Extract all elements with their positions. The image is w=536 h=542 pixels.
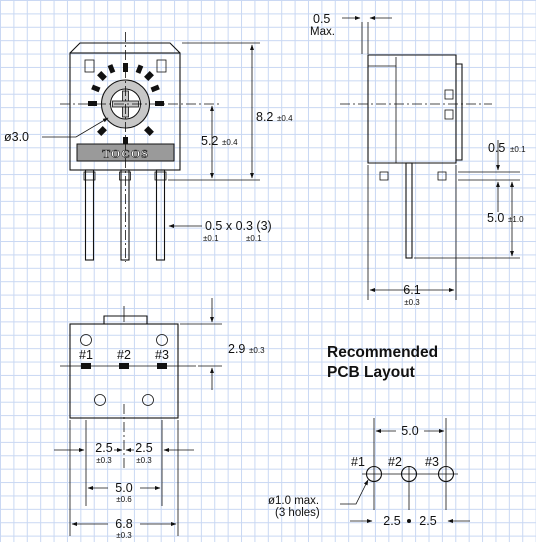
depth-tolerance: ±0.3: [404, 298, 420, 307]
height-value: 8.2: [256, 110, 273, 124]
pcb-pin-label-3: #3: [425, 455, 439, 469]
mount-hole: [94, 394, 106, 406]
hole-size-label: ø1.0 max.: [268, 495, 319, 507]
pcb-title-line-2: PCB Layout: [327, 364, 415, 381]
hole-leader: [340, 479, 369, 505]
lead-width-value: 0.5: [488, 141, 505, 155]
pitch-right-value: 2.5: [135, 441, 152, 455]
lead-length-tolerance: ±1.0: [508, 215, 524, 224]
mount-hole: [80, 334, 92, 346]
side-rotor-edge: [456, 63, 463, 161]
lead-width-tolerance: ±0.1: [510, 145, 526, 154]
pin-standoff: [154, 171, 167, 181]
pcb-hole-3: [437, 465, 455, 483]
width-value: 6.8: [115, 517, 132, 531]
side-body-outline: [367, 54, 457, 164]
pin-size-tolerance-1: ±0.1: [203, 234, 219, 243]
front-pin-left: [84, 169, 95, 261]
side-view: 0.5 Max. 0.5 ±0.1 5.0 ±1.0 6.1 ±0.3: [310, 12, 526, 307]
mount-hole: [142, 394, 154, 406]
hole-count-label: (3 holes): [275, 507, 320, 519]
pitch-left-tolerance: ±0.3: [96, 456, 112, 465]
pcb-pin-label-2: #2: [388, 455, 402, 469]
shaft-diameter-label: ø3.0: [4, 130, 29, 144]
pin-label-1: #1: [79, 348, 93, 362]
pin-pad-2: [119, 363, 129, 369]
pcb-pitch-dot: [407, 519, 411, 523]
pin-size-tolerance-2: ±0.1: [246, 234, 262, 243]
center-height-value: 5.2: [201, 134, 218, 148]
pitch-right-tolerance: ±0.3: [136, 456, 152, 465]
front-view: TOCOS ø3.0 8.2 ±0.4 5.2 ±0.4 0.5 x 0.3 (…: [4, 32, 293, 262]
pcb-pin-label-1: #1: [351, 455, 365, 469]
front-top-chamfer: [69, 42, 181, 54]
height-tolerance: ±0.4: [277, 114, 293, 123]
thickness-value: 0.5: [313, 12, 330, 26]
front-corner-tab: [84, 59, 95, 73]
mount-hole: [156, 334, 168, 346]
front-pin-center: [120, 169, 130, 261]
pin-label-2: #2: [117, 348, 131, 362]
front-pin-right: [155, 169, 166, 261]
pcb-pitch-right: 2.5: [419, 514, 436, 528]
pin-standoff: [83, 171, 96, 181]
center-height-tolerance: ±0.4: [222, 138, 238, 147]
pin-offset-tolerance: ±0.3: [249, 346, 265, 355]
pin-pad-3: [157, 363, 167, 369]
front-corner-tab: [156, 59, 167, 73]
depth-value: 6.1: [403, 283, 420, 297]
pcb-pitch-left: 2.5: [383, 514, 400, 528]
lead-length-value: 5.0: [487, 211, 504, 225]
pin-label-3: #3: [155, 348, 169, 362]
side-lead: [405, 162, 413, 259]
pcb-layout: Recommended PCB Layout 5.0 #1 #2 #3 ø1.0…: [268, 344, 470, 528]
thickness-note: Max.: [310, 26, 335, 38]
span-value: 5.0: [115, 481, 132, 495]
bottom-body-outline: [69, 323, 179, 419]
pitch-left-value: 2.5: [95, 441, 112, 455]
side-step: [368, 57, 397, 67]
pin-offset-value: 2.9: [228, 342, 245, 356]
side-detent: [444, 89, 454, 100]
width-tolerance: ±0.3: [116, 531, 132, 540]
pin-standoff: [119, 171, 131, 181]
shaft-diameter-leader: [42, 117, 109, 138]
brand-label: TOCOS: [102, 147, 149, 161]
bottom-view: #1 #2 #3 2.9 ±0.3 2.5 ±0.3 2.5 ±0.3 5.0 …: [54, 298, 265, 540]
pcb-title-line-1: Recommended: [327, 344, 438, 361]
side-detent: [444, 109, 454, 120]
pin-size-value: 0.5 x 0.3 (3): [205, 219, 272, 233]
pcb-hole-2: [400, 465, 418, 483]
bottom-top-tab: [103, 315, 148, 324]
pcb-span-value: 5.0: [401, 424, 418, 438]
span-tolerance: ±0.6: [116, 495, 132, 504]
pcb-hole-1: [365, 465, 383, 483]
side-standoff: [379, 171, 389, 181]
pin-pad-1: [81, 363, 91, 369]
side-standoff: [437, 171, 447, 181]
